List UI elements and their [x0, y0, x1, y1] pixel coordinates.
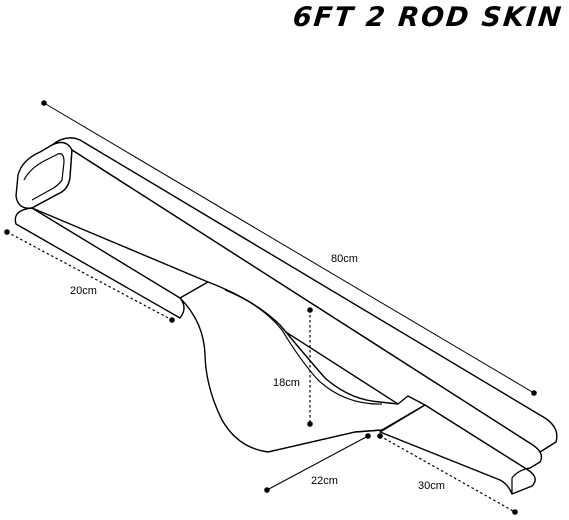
right-cap-edge — [511, 467, 531, 494]
length-label: 80cm — [331, 253, 358, 265]
bottom-width-dimension-line — [266, 435, 369, 491]
bottom-width-dimension: 22cm — [264, 433, 371, 493]
length-dimension: 80cm — [41, 100, 537, 396]
bottom-width-end-dot — [365, 433, 371, 439]
lower-right-section — [379, 404, 536, 495]
pouch-base-edge — [267, 429, 383, 453]
left-width-dimension: 20cm — [4, 229, 175, 323]
lower-left-section — [14, 207, 185, 319]
bottom-width-start-dot — [264, 487, 270, 493]
bag-body — [14, 137, 558, 495]
height-end-dot — [307, 421, 313, 427]
right-width-label: 30cm — [418, 480, 445, 492]
height-dimension: 18cm — [273, 307, 313, 427]
length-dimension-line — [43, 102, 535, 394]
left-width-dimension-line — [6, 231, 173, 321]
middle-pouch — [179, 281, 426, 453]
bottom-width-label: 22cm — [311, 475, 338, 487]
height-label: 18cm — [273, 377, 300, 389]
length-end-dot — [531, 390, 537, 396]
right-width-end-dot — [512, 509, 518, 515]
upper-tube-top — [51, 137, 558, 453]
length-start-dot — [41, 100, 47, 106]
left-width-label: 20cm — [70, 285, 97, 297]
height-start-dot — [307, 307, 313, 313]
right-width-dimension: 30cm — [377, 433, 518, 515]
left-width-end-dot — [169, 317, 175, 323]
left-cap-inner-edge — [23, 153, 65, 201]
pouch-inner-curve — [224, 289, 383, 405]
left-width-start-dot — [4, 229, 10, 235]
right-width-start-dot — [377, 433, 383, 439]
right-width-dimension-line — [379, 435, 516, 513]
